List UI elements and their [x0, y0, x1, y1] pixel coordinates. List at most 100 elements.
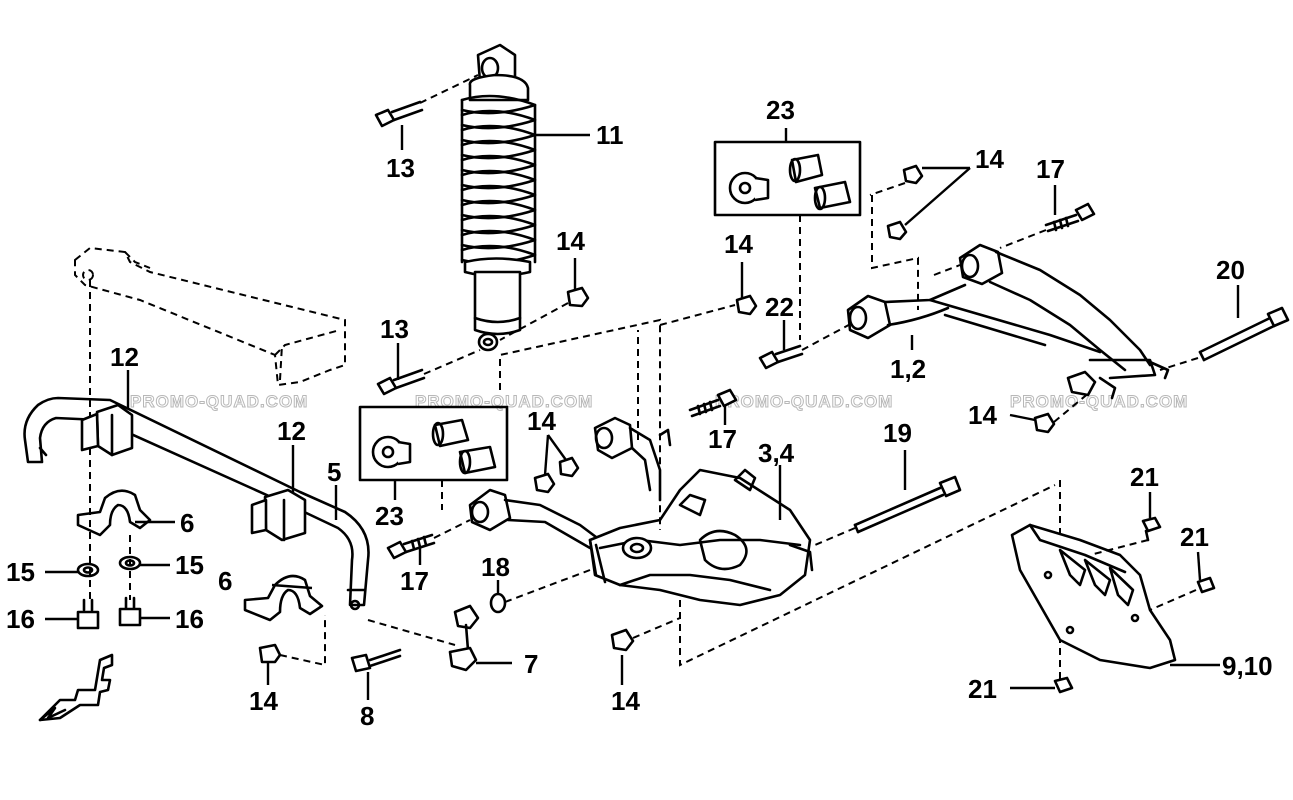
arm-bolt-17-middle: [688, 388, 738, 418]
callout-17: 17: [708, 424, 737, 454]
bolt-left: [76, 598, 100, 630]
callout-16: 16: [6, 604, 35, 634]
skid-plate: [1010, 523, 1177, 670]
watermark-text: PROMO-QUAD.COM: [130, 392, 308, 411]
watermarks: PROMO-QUAD.COM PROMO-QUAD.COM PROMO-QUAD…: [130, 392, 1188, 412]
bolt-right: [118, 596, 142, 627]
lower-a-arm: [468, 416, 814, 607]
bushing-clamp-left: [76, 489, 152, 537]
callout-12: 12: [277, 416, 306, 446]
dash-guide: [1149, 589, 1197, 611]
bushing-kit-bottom: [358, 405, 509, 482]
callout-15: 15: [175, 550, 204, 580]
nut-shock: [566, 286, 590, 308]
callout-labels: 12 12 5 6 6 15 15 16 16 14 8 7 18 11 13 …: [6, 95, 1273, 731]
shock-bolt-top: [374, 100, 424, 128]
callout-17: 17: [400, 566, 429, 596]
dash-guide: [279, 615, 326, 667]
dash-guide: [499, 302, 569, 341]
long-bolt-19: [853, 475, 962, 534]
dash-guide: [499, 318, 661, 530]
dash-guide: [367, 619, 456, 646]
callout-18: 18: [481, 552, 510, 582]
callout-11: 11: [596, 120, 624, 150]
callout-3-4: 3,4: [758, 438, 795, 468]
callout-20: 20: [1216, 255, 1245, 285]
callout-9-10: 9,10: [1222, 651, 1273, 681]
screw-21-c: [1053, 676, 1074, 694]
nut-top-right-b: [886, 220, 908, 241]
callout-21: 21: [1180, 522, 1209, 552]
link-bolt: [350, 648, 402, 673]
long-bolt-20: [1198, 306, 1290, 362]
shock-absorber: [460, 43, 537, 352]
dash-guide: [659, 304, 736, 326]
washer-left: [76, 562, 100, 578]
screw-21-a: [1141, 516, 1162, 542]
dash-guide: [999, 229, 1047, 249]
callout-14: 14: [527, 406, 556, 436]
washer-18: [489, 592, 507, 614]
callout-14: 14: [611, 686, 640, 716]
callout-14: 14: [975, 144, 1004, 174]
callout-21: 21: [1130, 462, 1159, 492]
nut-right: [1033, 412, 1056, 434]
nut-bottom-middle: [610, 628, 635, 652]
callout-22: 22: [765, 292, 794, 322]
stabilizer-bushing-left: [80, 403, 134, 457]
upper-arm-bolt-22: [758, 344, 804, 370]
dash-guide: [419, 74, 479, 104]
dash-guide: [933, 264, 961, 276]
dash-guide: [1089, 539, 1149, 556]
callout-13: 13: [380, 314, 409, 344]
callout-15: 15: [6, 557, 35, 587]
callout-1-2: 1,2: [890, 354, 926, 384]
dash-guide: [871, 195, 919, 310]
dash-guide: [632, 617, 681, 639]
callout-13: 13: [386, 153, 415, 183]
callout-6: 6: [218, 566, 232, 596]
front-direction-arrow-icon: [38, 653, 114, 722]
callout-23: 23: [766, 95, 795, 125]
nut-upper-arm: [735, 294, 758, 316]
watermark-text: PROMO-QUAD.COM: [1010, 392, 1188, 411]
shock-bolt-bottom: [376, 368, 426, 396]
callout-12: 12: [110, 342, 139, 372]
upper-a-arm: [846, 243, 1170, 400]
stabilizer-bar: [23, 396, 370, 611]
callout-7: 7: [524, 649, 538, 679]
dash-guide: [1159, 357, 1199, 371]
nut-top-right-a: [902, 164, 924, 185]
dash-guide: [1053, 391, 1091, 423]
callout-23: 23: [375, 501, 404, 531]
callout-14: 14: [968, 400, 997, 430]
callout-14: 14: [556, 226, 585, 256]
dash-guide: [679, 484, 1056, 667]
callout-14: 14: [724, 229, 753, 259]
dash-guide: [433, 519, 471, 539]
callout-16: 16: [175, 604, 204, 634]
nut-bottom-left: [258, 643, 282, 664]
callout-19: 19: [883, 418, 912, 448]
leader-lines: [45, 125, 1240, 700]
callout-5: 5: [327, 457, 341, 487]
arm-bolt-17: [386, 533, 436, 560]
stabilizer-bushing-right: [250, 488, 307, 542]
callout-17: 17: [1036, 154, 1065, 184]
callout-21: 21: [968, 674, 997, 704]
dash-guide: [814, 527, 856, 546]
stabilizer-link: [448, 604, 480, 672]
screw-21-b: [1196, 576, 1216, 594]
dash-guide: [504, 569, 591, 603]
upper-bolt-17: [1044, 202, 1096, 233]
callout-8: 8: [360, 701, 374, 731]
nut-arm-a: [533, 472, 556, 494]
nut-arm-b: [558, 456, 580, 478]
bushing-kit-top: [713, 140, 862, 217]
dash-guide: [869, 182, 906, 196]
bushing-clamp-right: [243, 574, 324, 622]
callout-6: 6: [180, 508, 194, 538]
dash-guide: [423, 349, 481, 375]
